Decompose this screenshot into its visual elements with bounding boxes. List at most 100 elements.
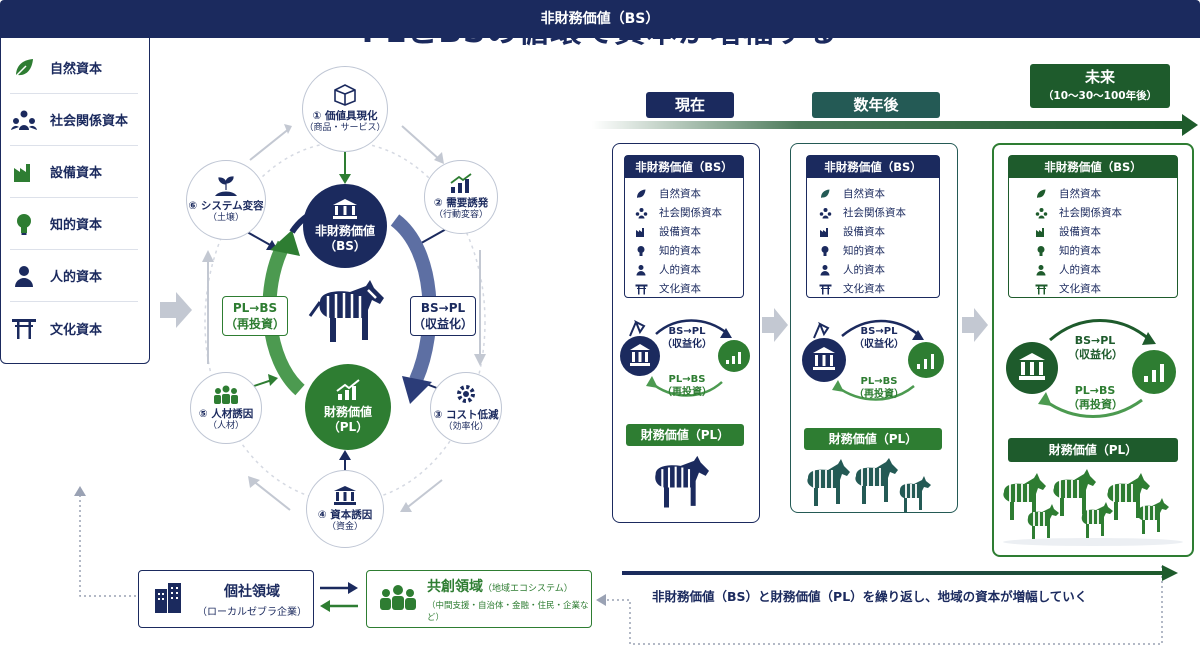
zebra-herd-icon [1003, 469, 1183, 546]
cocreation-domain-title: 共創領域 [427, 578, 483, 595]
capital-item-human: 人的資本 [10, 250, 138, 302]
bs-to-pl-sublabel: （収益化） [854, 338, 904, 350]
torii-icon [633, 281, 649, 297]
panel-to-cycle-arrow [160, 292, 192, 328]
stage-item: 設備資本 [633, 222, 743, 241]
capital-label: 文化資本 [50, 322, 103, 338]
node-label: ⑥ システム変容 [188, 200, 264, 213]
people-network-icon [817, 205, 833, 221]
stage-item-label: 文化資本 [659, 283, 701, 295]
capital-item-cultural: 文化資本 [10, 302, 138, 354]
gear-icon [455, 383, 477, 409]
bs-capital-panel: 非財務価値（BS） 自然資本 社会関係資本 設備資本 知的資本 人的資本 文化資… [0, 0, 1200, 364]
bs-to-pl-sublabel: （収益化） [662, 338, 712, 350]
stage-few-years-pl-to-bs: PL→BS（再投資） [852, 376, 906, 401]
growth-chart-icon [449, 173, 473, 197]
pl-to-bs-sublabel: （再投資） [1068, 397, 1123, 411]
capital-item-natural: 自然資本 [10, 42, 138, 94]
node-label: ③ コスト低減 [433, 409, 499, 422]
node-label: ④ 資本誘因 [317, 509, 373, 522]
stage-item-label: 人的資本 [1059, 264, 1101, 276]
stage-item-label: 人的資本 [843, 264, 885, 276]
growth-chart-icon [335, 379, 361, 405]
bs-panel-heading: 非財務価値（BS） [0, 0, 1200, 38]
bs-to-pl-label: BS→PL [860, 326, 898, 337]
pl-to-bs-label: PL→BS [668, 374, 706, 385]
capital-label: 自然資本 [50, 62, 103, 77]
stage-item-label: 設備資本 [659, 226, 701, 238]
bank-icon [332, 198, 358, 224]
stage-item: 文化資本 [817, 279, 939, 298]
stage-future-bs-box: 非財務価値（BS） 自然資本 社会関係資本 設備資本 知的資本 人的資本 文化資… [1008, 155, 1178, 298]
era-future-range: （10〜30〜100年後） [1042, 90, 1158, 102]
stage-item-label: 知的資本 [1059, 245, 1101, 257]
cocreation-domain-title-sub: （地域エコシステム） [483, 583, 573, 594]
node-system-transformation: ⑥ システム変容 （土壌） [186, 160, 266, 240]
bs-center-label: 非財務価値 [314, 224, 375, 238]
stage-few-years-bs-to-pl: BS→PL（収益化） [852, 326, 906, 351]
stage-item-label: 文化資本 [1059, 283, 1101, 295]
person-icon [10, 262, 38, 290]
team-icon [379, 584, 417, 614]
stage-now-pl-bar: 財務価値（PL） [626, 424, 744, 446]
stage-item: 知的資本 [1033, 241, 1177, 260]
node-value-realization: ① 価値具現化 （商品・サービス） [302, 66, 388, 152]
node-cost-reduction: ③ コスト低減 （効率化） [430, 372, 502, 444]
cocreation-domain-box: 共創領域（地域エコシステム） （中間支援・自治体・金融・住民・企業など） [366, 570, 592, 628]
pl-to-bs-label: PL→BS [860, 376, 898, 387]
company-domain-box: 個社領域 （ローカルゼブラ企業） [138, 570, 314, 628]
capital-label: 知的資本 [50, 218, 103, 233]
stage-item-label: 知的資本 [659, 245, 701, 257]
capital-item-social: 社会関係資本 [10, 94, 138, 146]
node-label: ② 需要誘発 [433, 197, 489, 210]
lightbulb-icon [1033, 243, 1049, 259]
box-icon [332, 84, 358, 110]
leaf-icon [817, 186, 833, 202]
building-icon [153, 581, 183, 617]
node-label: ① 価値具現化 [312, 110, 378, 123]
stage-item-label: 文化資本 [843, 283, 885, 295]
stage-item-label: 設備資本 [843, 226, 885, 238]
zebra-icon [655, 455, 709, 508]
stage-arrow [762, 308, 788, 342]
era-few-years: 数年後 [812, 92, 940, 118]
era-future-label: 未来 [1084, 68, 1115, 86]
stage-few-years-bs-box: 非財務価値（BS） 自然資本 社会関係資本 設備資本 知的資本 人的資本 文化資… [806, 155, 940, 298]
stage-item-label: 自然資本 [659, 188, 701, 200]
stage-item: 社会関係資本 [817, 203, 939, 222]
pl-center-sublabel: （PL） [327, 420, 369, 434]
stage-item: 知的資本 [817, 241, 939, 260]
node-sublabel: （土壌） [207, 212, 244, 223]
node-sublabel: （効率化） [443, 421, 489, 432]
zebra-herd-icon [807, 458, 931, 512]
stage-item: 人的資本 [817, 260, 939, 279]
stage-item: 人的資本 [1033, 260, 1177, 279]
bs-to-pl-label: BS→PL [1074, 334, 1116, 347]
dotted-connector-right [596, 564, 1163, 645]
bank-icon [333, 485, 357, 509]
stage-item-label: 知的資本 [843, 245, 885, 257]
stage-item: 文化資本 [633, 279, 743, 298]
stage-item-label: 設備資本 [1059, 226, 1101, 238]
torii-icon [817, 281, 833, 297]
team-icon [213, 384, 239, 408]
pl-to-bs-sublabel: （再投資） [224, 316, 285, 331]
stage-future-cycle [1006, 319, 1176, 418]
bs-to-pl-sublabel: （収益化） [412, 316, 473, 331]
pl-to-bs-sublabel: （再投資） [662, 386, 712, 398]
leaf-icon [10, 54, 38, 82]
factory-icon [1033, 224, 1049, 240]
era-now: 現在 [646, 92, 734, 118]
era-future: 未来 （10〜30〜100年後） [1030, 64, 1170, 108]
bs-to-pl-tag: BS→PL （収益化） [410, 296, 476, 336]
lightbulb-icon [817, 243, 833, 259]
stage-item-label: 自然資本 [843, 188, 885, 200]
sprout-icon [213, 176, 239, 200]
people-network-icon [1033, 205, 1049, 221]
capital-label: 社会関係資本 [50, 114, 129, 129]
person-icon [1033, 262, 1049, 278]
stage-item-label: 社会関係資本 [659, 207, 722, 219]
pl-to-bs-sublabel: （再投資） [854, 388, 904, 400]
pl-center-circle: 財務価値 （PL） [305, 364, 391, 450]
node-label: ⑤ 人材誘因 [198, 408, 254, 421]
